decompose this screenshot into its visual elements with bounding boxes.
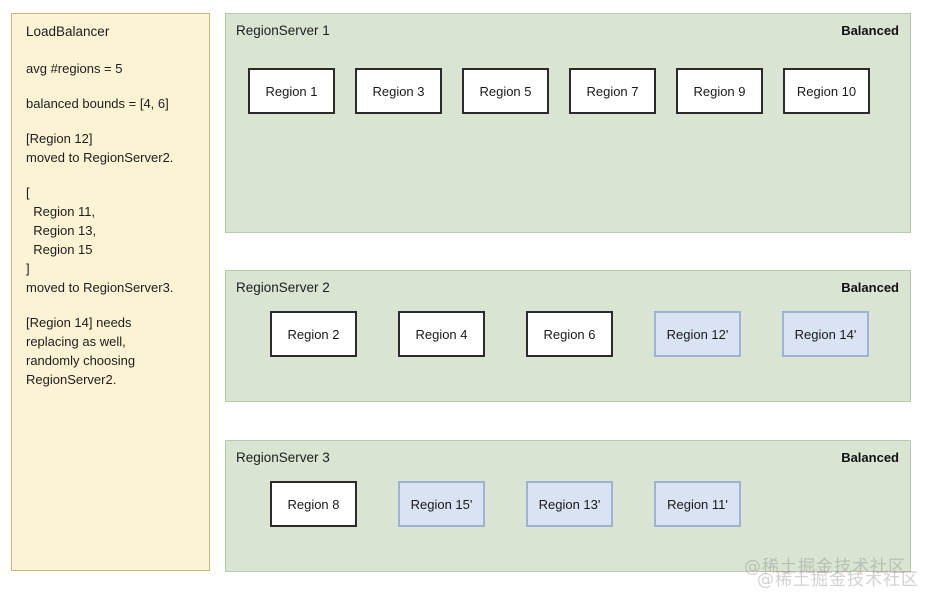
region-box[interactable]: Region 3	[355, 68, 442, 114]
loadbalancer-log-entry: [ Region 11, Region 13, Region 15 ] move…	[26, 185, 174, 295]
region-box[interactable]: Region 5	[462, 68, 549, 114]
regionserver-title: RegionServer 1	[236, 23, 330, 38]
status-badge: Balanced	[841, 23, 899, 38]
status-badge: Balanced	[841, 450, 899, 465]
region-box[interactable]: Region 4	[398, 311, 485, 357]
region-box[interactable]: Region 1	[248, 68, 335, 114]
region-list: Region 8 Region 15' Region 13' Region 11'	[226, 481, 910, 527]
status-badge: Balanced	[841, 280, 899, 295]
region-box[interactable]: Region 7	[569, 68, 656, 114]
region-box-moved[interactable]: Region 12'	[654, 311, 741, 357]
loadbalancer-log-entry: avg #regions = 5	[26, 61, 123, 76]
region-box[interactable]: Region 6	[526, 311, 613, 357]
loadbalancer-log-entry: [Region 14] needs replacing as well, ran…	[26, 315, 136, 387]
region-box-moved[interactable]: Region 13'	[526, 481, 613, 527]
region-box-moved[interactable]: Region 14'	[782, 311, 869, 357]
region-box[interactable]: Region 8	[270, 481, 357, 527]
region-box[interactable]: Region 10	[783, 68, 870, 114]
regionserver-panel-2: RegionServer 2 Balanced Region 2 Region 4…	[225, 270, 911, 402]
loadbalancer-panel: LoadBalancer avg #regions = 5 balanced bo…	[11, 13, 210, 571]
regionserver-panel-1: RegionServer 1 Balanced Region 1 Region 3…	[225, 13, 911, 233]
regionserver-title: RegionServer 2	[236, 280, 330, 295]
loadbalancer-title: LoadBalancer	[26, 24, 110, 39]
region-box[interactable]: Region 9	[676, 68, 763, 114]
region-box-moved[interactable]: Region 15'	[398, 481, 485, 527]
region-box-moved[interactable]: Region 11'	[654, 481, 741, 527]
regionserver-panel-3: RegionServer 3 Balanced Region 8 Region 1…	[225, 440, 911, 572]
loadbalancer-log-entry: balanced bounds = [4, 6]	[26, 96, 169, 111]
loadbalancer-log-entry: [Region 12] moved to RegionServer2.	[26, 131, 174, 165]
regionserver-title: RegionServer 3	[236, 450, 330, 465]
region-list: Region 1 Region 3 Region 5 Region 7 Region 9…	[226, 68, 910, 114]
loadbalancer-log: avg #regions = 5 balanced bounds = [4, 6]…	[26, 59, 201, 389]
region-box[interactable]: Region 2	[270, 311, 357, 357]
region-list: Region 2 Region 4 Region 6 Region 12' Region…	[226, 311, 910, 357]
